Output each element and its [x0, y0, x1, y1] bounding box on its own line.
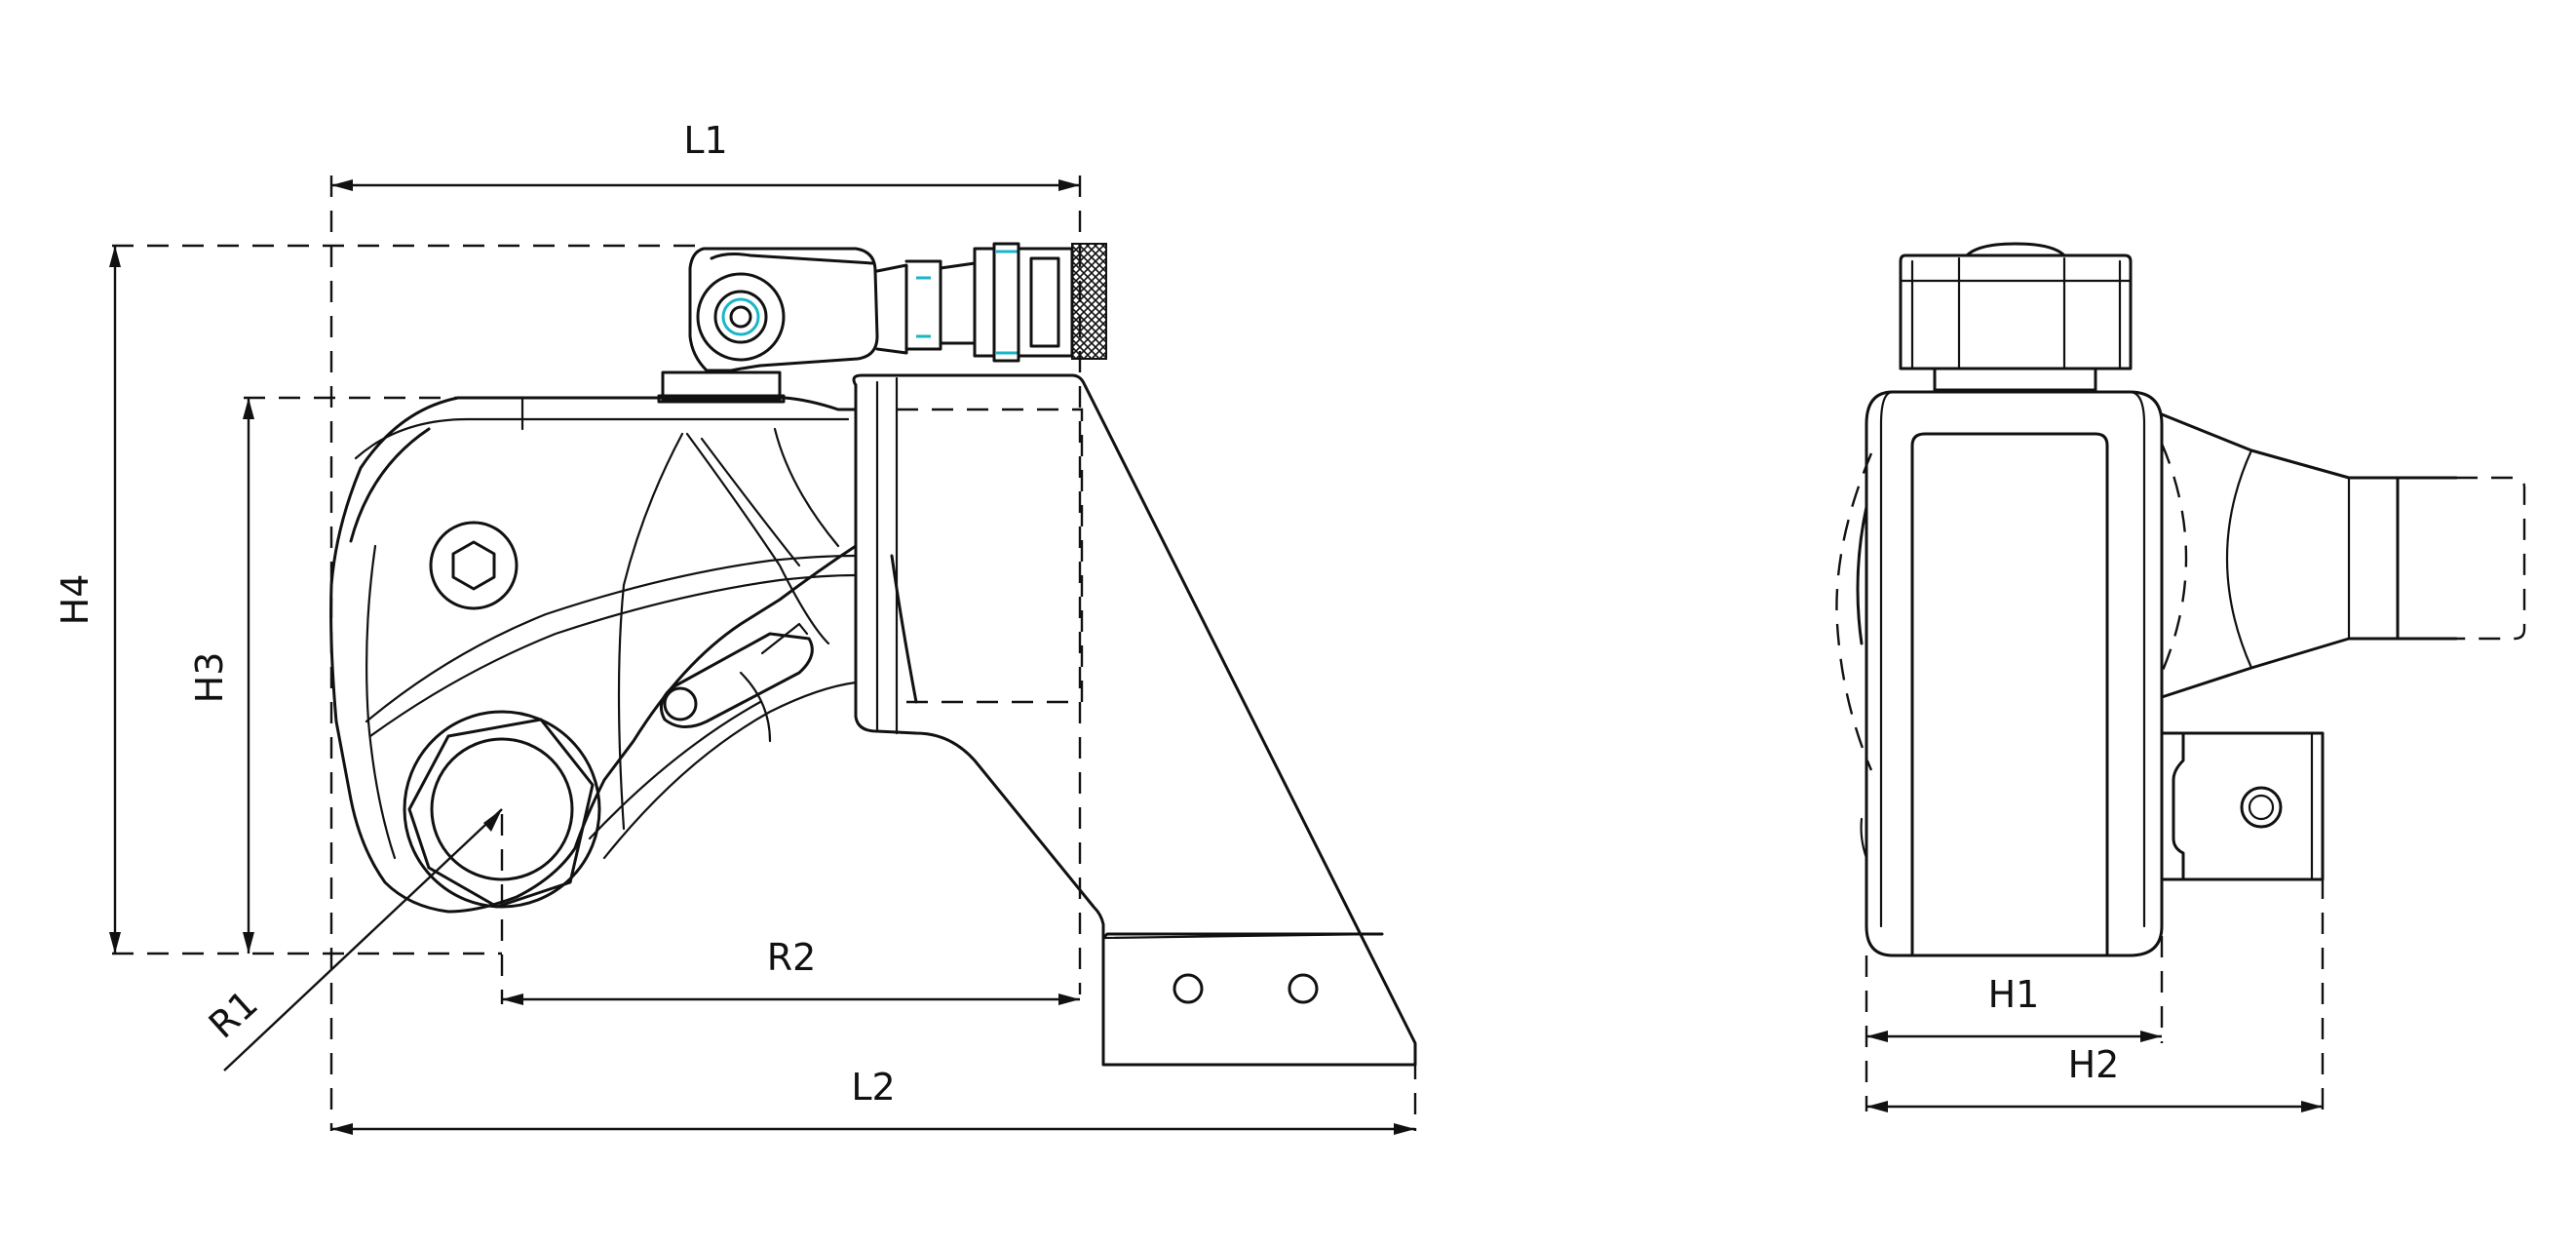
pawl-lever [659, 622, 814, 743]
coupler-collar [992, 242, 1020, 363]
label-L2: L2 [851, 1066, 895, 1109]
label-H3: H3 [188, 652, 231, 704]
dim-R2: R2 [500, 814, 1080, 1005]
label-R1: R1 [201, 982, 266, 1047]
housing-body [329, 396, 858, 914]
label-H1: H1 [1988, 973, 2040, 1016]
cap-screw [429, 521, 519, 610]
dim-H3: H3 [112, 396, 521, 955]
knurled-grip [1071, 243, 1107, 360]
side-view: L1 H4 H3 R1 [54, 119, 1417, 1135]
front-body [1835, 390, 2164, 957]
front-view: H1 H2 [1835, 242, 2526, 1112]
label-L1: L1 [683, 119, 727, 162]
hex-socket-icon [451, 540, 496, 591]
dim-H4: H4 [54, 244, 704, 954]
mount-hole-2 [1288, 973, 1319, 1004]
front-reaction-arm [2160, 412, 2526, 699]
reaction-arm [852, 373, 1417, 1067]
label-H2: H2 [2068, 1043, 2120, 1086]
mount-hole-1 [1173, 973, 1204, 1004]
dim-L1: L1 [329, 119, 1082, 1131]
swivel-fitting [657, 242, 1107, 404]
dim-H2: H2 [1866, 877, 2325, 1112]
dim-L2: L2 [331, 1058, 1417, 1135]
label-R2: R2 [767, 936, 817, 979]
dim-H1: H1 [1865, 936, 2164, 1111]
hex-drive [403, 710, 601, 909]
front-fitting [1899, 242, 2133, 392]
label-H4: H4 [54, 574, 96, 626]
swivel-base [661, 370, 782, 402]
front-square-drive [2160, 731, 2325, 881]
swivel-knuckle [696, 272, 786, 362]
